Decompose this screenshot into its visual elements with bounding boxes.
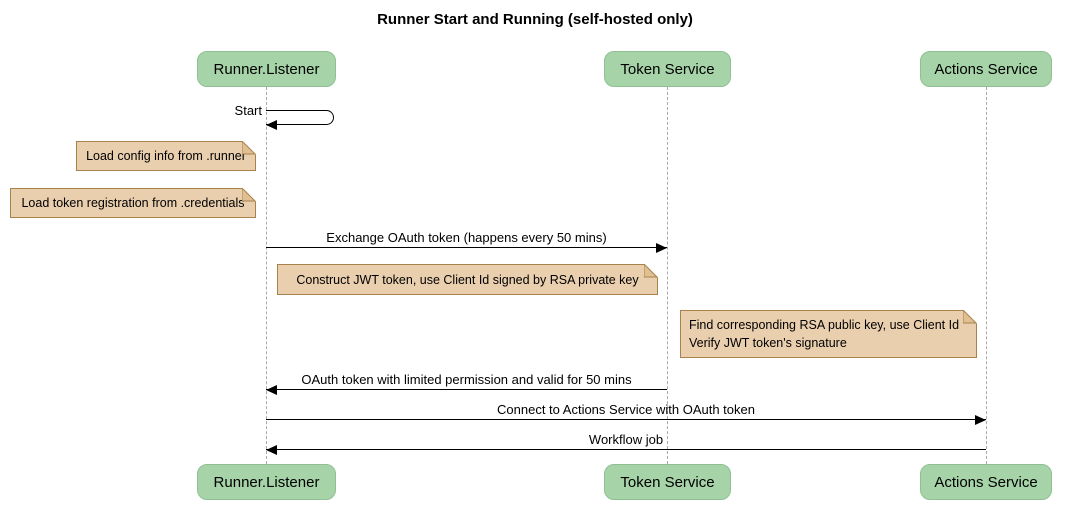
message-workflow-job-line	[266, 449, 986, 450]
note-text: Load token registration from .credential…	[21, 196, 245, 210]
arrowhead-left-icon	[266, 445, 277, 455]
participant-bottom-token-service: Token Service	[604, 464, 731, 500]
message-oauth-return-label: OAuth token with limited permission and …	[301, 372, 632, 387]
diagram-title: Runner Start and Running (self-hosted on…	[377, 11, 693, 28]
note-load-config: Load config info from .runner	[76, 141, 256, 171]
note-fold-icon	[242, 141, 256, 155]
lifeline-token-service	[667, 87, 668, 464]
participant-top-runner-listener: Runner.Listener	[197, 51, 336, 87]
note-fold-icon	[242, 188, 256, 202]
note-text: Load config info from .runner	[86, 149, 246, 163]
lifeline-actions-service	[986, 87, 987, 464]
note-load-token-registration: Load token registration from .credential…	[10, 188, 256, 218]
participant-top-actions-service: Actions Service	[920, 51, 1052, 87]
note-fold-icon	[644, 264, 658, 278]
arrowhead-right-icon	[975, 415, 986, 425]
note-text-line1: Find corresponding RSA public key, use C…	[689, 318, 960, 332]
participant-label: Actions Service	[934, 60, 1038, 78]
participant-label: Token Service	[620, 473, 715, 491]
message-exchange-oauth-line	[266, 247, 667, 248]
message-oauth-return-line	[266, 389, 667, 390]
note-text: Construct JWT token, use Client Id signe…	[296, 272, 639, 287]
message-exchange-oauth-label: Exchange OAuth token (happens every 50 m…	[326, 230, 607, 245]
arrowhead-left-icon	[266, 120, 277, 130]
note-construct-jwt: Construct JWT token, use Client Id signe…	[277, 264, 658, 295]
arrowhead-left-icon	[266, 385, 277, 395]
note-text-line2: Verify JWT token's signature	[689, 336, 847, 350]
participant-label: Token Service	[620, 60, 715, 78]
participant-label: Actions Service	[934, 473, 1038, 491]
message-connect-line	[266, 419, 986, 420]
message-workflow-job-label: Workflow job	[588, 432, 664, 447]
arrowhead-right-icon	[656, 243, 667, 253]
participant-bottom-actions-service: Actions Service	[920, 464, 1052, 500]
participant-label: Runner.Listener	[213, 473, 320, 491]
participant-top-token-service: Token Service	[604, 51, 731, 87]
note-find-rsa-key: Find corresponding RSA public key, use C…	[680, 310, 977, 358]
participant-label: Runner.Listener	[213, 60, 320, 78]
message-start-self-loop	[266, 110, 334, 125]
lifeline-runner-listener	[266, 87, 267, 464]
note-fold-icon	[963, 310, 977, 324]
message-start-label: Start	[234, 103, 262, 118]
message-connect-label: Connect to Actions Service with OAuth to…	[497, 402, 755, 417]
participant-bottom-runner-listener: Runner.Listener	[197, 464, 336, 500]
